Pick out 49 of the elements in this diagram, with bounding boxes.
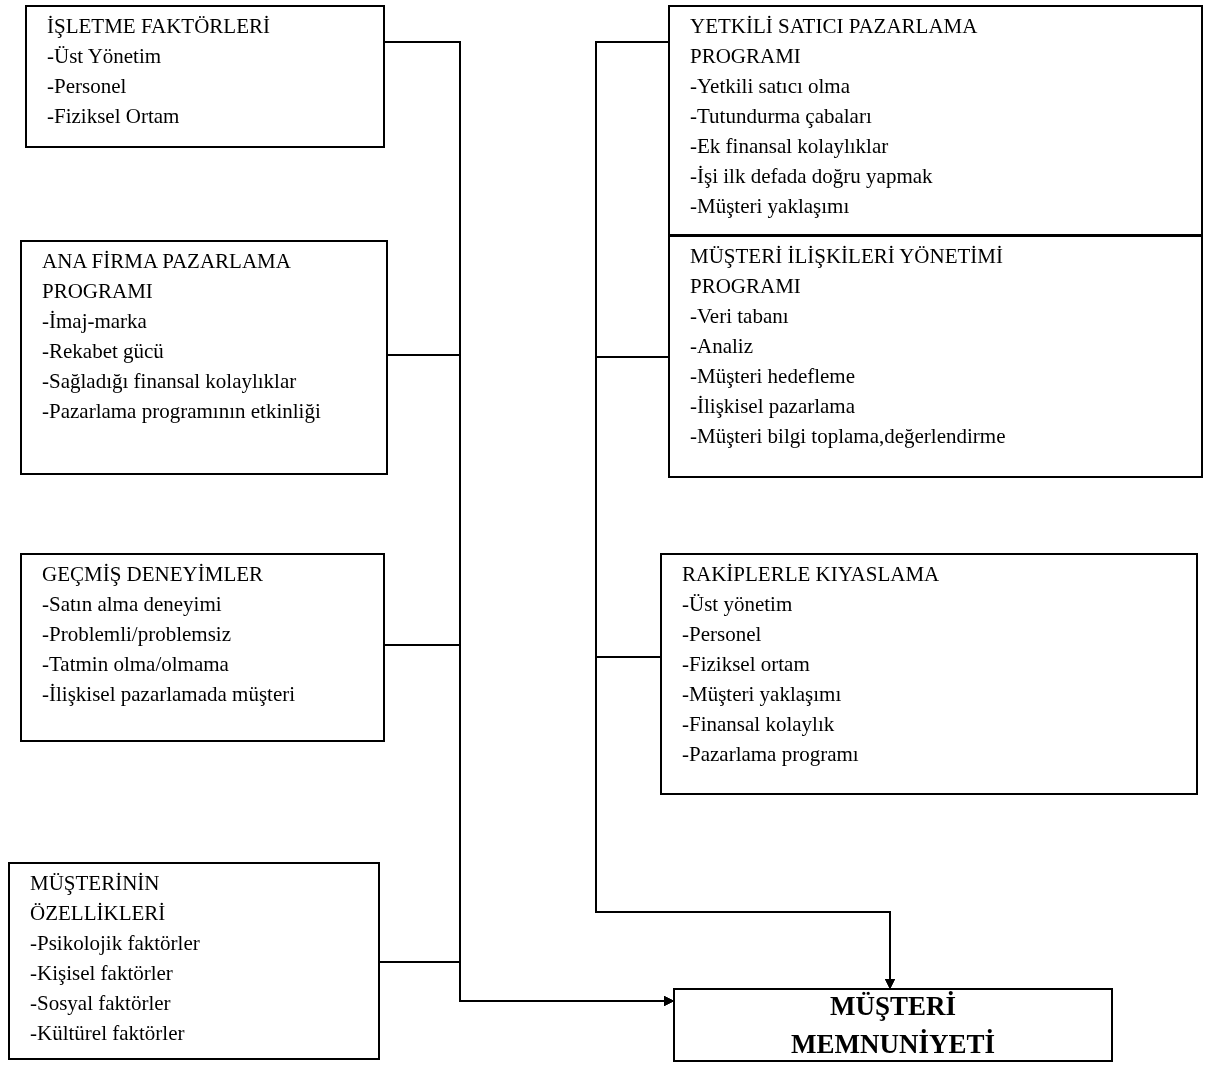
- list-item: -Pazarlama programı: [682, 741, 860, 768]
- result-box: [673, 988, 1113, 1062]
- box-heading: İŞLETME FAKTÖRLERİ: [47, 13, 271, 40]
- list-item: -Satın alma deneyimi: [42, 591, 223, 618]
- connector-arrow: [379, 961, 674, 1006]
- list-item: -Üst Yönetim: [47, 43, 163, 70]
- box-heading: RAKİPLERLE KIYASLAMA: [682, 561, 941, 588]
- list-item: -İşi ilk defada doğru yapmak: [690, 163, 934, 190]
- list-item: -Veri tabanı: [690, 303, 790, 330]
- factor-box: [668, 235, 1203, 478]
- list-item: -Müşteri yaklaşımı: [690, 193, 851, 220]
- list-item: -Sosyal faktörler: [30, 990, 172, 1017]
- factor-box: [8, 862, 380, 1060]
- factor-box: [668, 5, 1203, 236]
- list-item: -Personel: [682, 621, 763, 648]
- result-title: MÜŞTERİ MEMNUNİYETİ: [790, 990, 996, 1061]
- factor-box: [20, 240, 388, 475]
- list-item: -Fiziksel ortam: [682, 651, 811, 678]
- list-item: -Finansal kolaylık: [682, 711, 836, 738]
- list-item: -Üst yönetim: [682, 591, 794, 618]
- list-item: -Personel: [47, 73, 128, 100]
- box-heading: YETKİLİ SATICI PAZARLAMA PROGRAMI: [690, 13, 978, 70]
- list-item: -Fiziksel Ortam: [47, 103, 181, 130]
- list-item: -Ek finansal kolaylıklar: [690, 133, 890, 160]
- list-item: -Psikolojik faktörler: [30, 930, 201, 957]
- list-item: -Müşteri bilgi toplama,değerlendirme: [690, 423, 1007, 450]
- box-heading: MÜŞTERİNİN ÖZELLİKLERİ: [30, 870, 167, 927]
- list-item: -Müşteri yaklaşımı: [682, 681, 843, 708]
- box-heading: GEÇMİŞ DENEYİMLER: [42, 561, 265, 588]
- list-item: -Pazarlama programının etkinliği: [42, 398, 322, 425]
- connector-arrow: [595, 656, 895, 989]
- factor-box: [660, 553, 1198, 795]
- list-item: -Kişisel faktörler: [30, 960, 174, 987]
- list-item: -İlişkisel pazarlamada müşteri: [42, 681, 297, 708]
- list-item: -Analiz: [690, 333, 754, 360]
- list-item: -Sağladığı finansal kolaylıklar: [42, 368, 298, 395]
- list-item: -İmaj-marka: [42, 308, 148, 335]
- list-item: -Yetkili satıcı olma: [690, 73, 852, 100]
- list-item: -Tatmin olma/olmama: [42, 651, 230, 678]
- factor-box: [20, 553, 385, 742]
- box-heading: ANA FİRMA PAZARLAMA PROGRAMI: [42, 248, 292, 305]
- list-item: -Kültürel faktörler: [30, 1020, 186, 1047]
- list-item: -Tutundurma çabaları: [690, 103, 873, 130]
- box-heading: MÜŞTERİ İLİŞKİLERİ YÖNETİMİ PROGRAMI: [690, 243, 1004, 300]
- list-item: -İlişkisel pazarlama: [690, 393, 856, 420]
- list-item: -Rekabet gücü: [42, 338, 165, 365]
- factor-box: [25, 5, 385, 148]
- list-item: -Müşteri hedefleme: [690, 363, 857, 390]
- list-item: -Problemli/problemsiz: [42, 621, 232, 648]
